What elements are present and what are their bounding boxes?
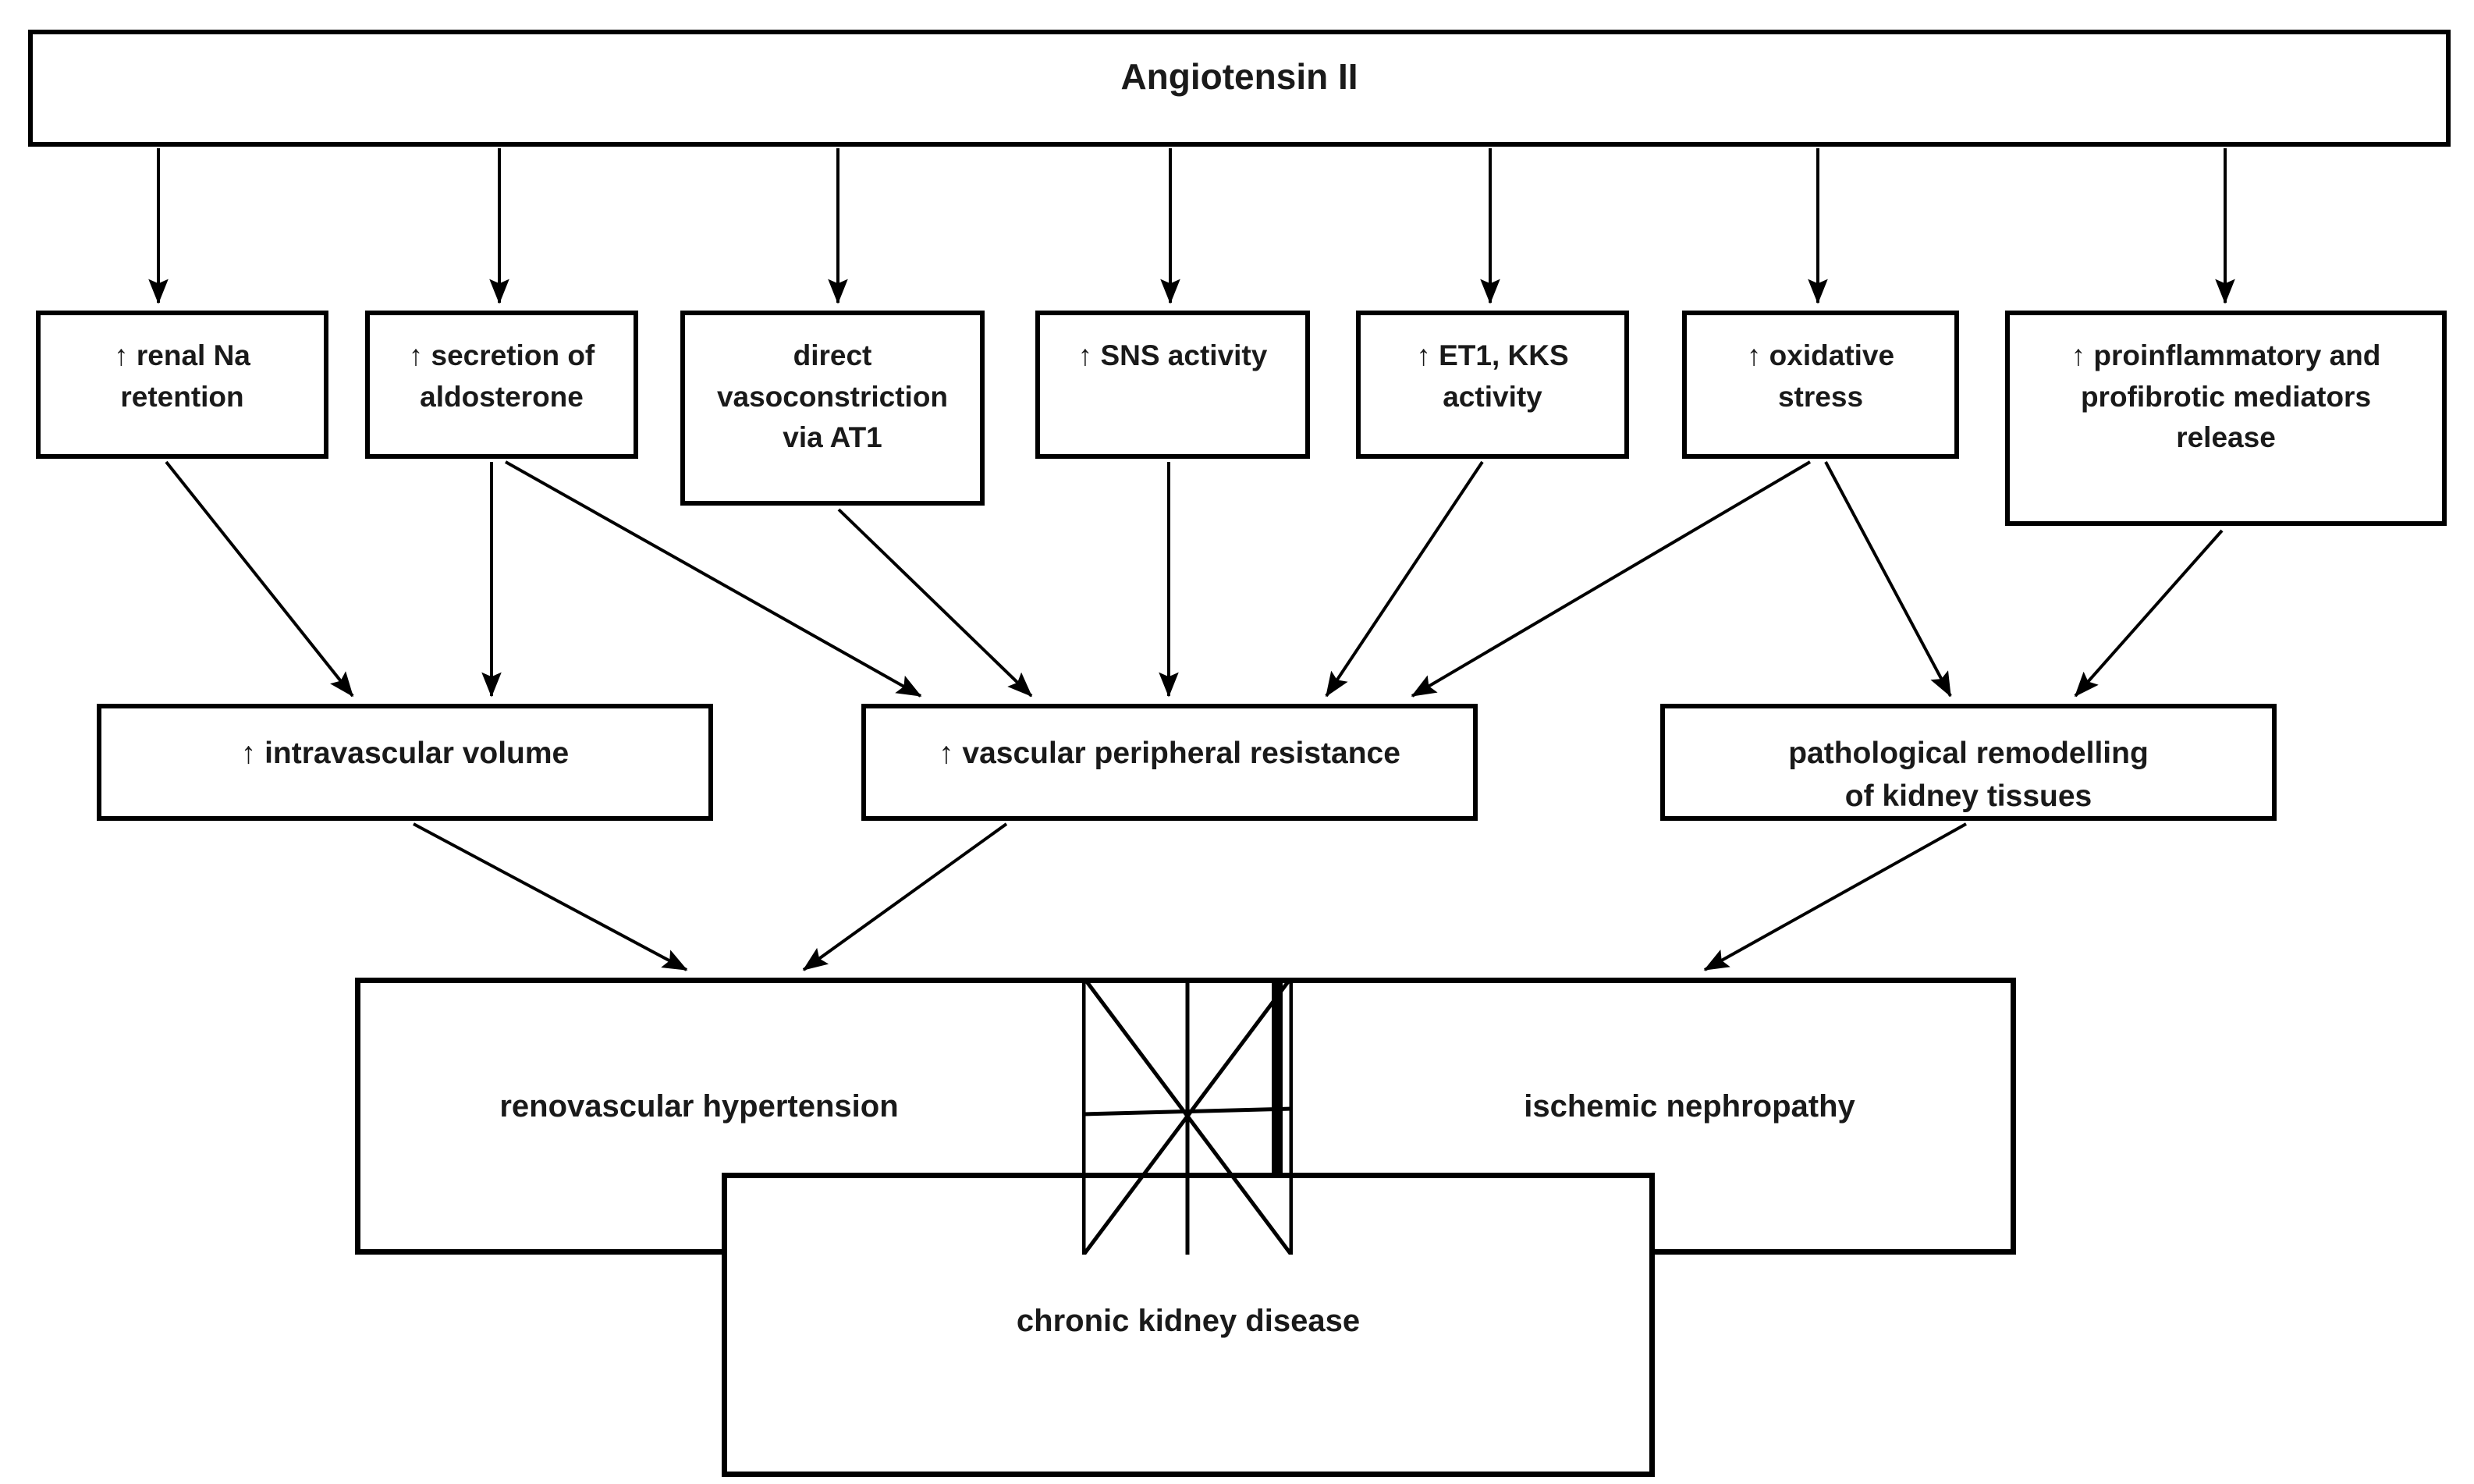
edge-proinf-remodel	[2074, 529, 2224, 698]
node-vascular-peripheral-resistance[interactable]: ↑ vascular peripheral resistance	[861, 704, 1478, 821]
node-pathological-remodelling-kidney-tissues[interactable]: pathological remodelling of kidney tissu…	[1660, 704, 2277, 821]
node-sns-activity[interactable]: ↑ SNS activity	[1035, 311, 1310, 459]
edge-oxid-resist	[1411, 460, 1812, 698]
node-label: renovascular hypertension	[499, 1089, 899, 1124]
node-label: ↑ SNS activity	[1077, 339, 1268, 371]
edge-oxid-remodel	[1824, 461, 1952, 698]
node-oxidative-stress[interactable]: ↑ oxidative stress	[1682, 311, 1959, 459]
node-label: ↑ ET1, KKS activity	[1416, 339, 1569, 413]
node-secretion-of-aldosterone[interactable]: ↑ secretion of aldosterone	[365, 311, 638, 459]
node-label: ↑ secretion of aldosterone	[408, 339, 595, 413]
node-proinflammatory-profibrotic-mediators-release[interactable]: ↑ proinflammatory and profibrotic mediat…	[2005, 311, 2447, 526]
node-label: ↑ renal Na retention	[114, 339, 250, 413]
node-intravascular-volume[interactable]: ↑ intravascular volume	[97, 704, 713, 821]
node-direct-vasoconstriction-via-at1[interactable]: direct vasoconstriction via AT1	[680, 311, 985, 506]
node-label: direct vasoconstriction via AT1	[716, 339, 949, 454]
node-et1-kks-activity[interactable]: ↑ ET1, KKS activity	[1356, 311, 1629, 459]
node-label: ↑ oxidative stress	[1746, 339, 1895, 413]
node-label: ↑ proinflammatory and profibrotic mediat…	[2071, 339, 2381, 454]
node-label: Angiotensin II	[1120, 56, 1358, 97]
node-label: chronic kidney disease	[1016, 1304, 1361, 1338]
node-label: ↑ vascular peripheral resistance	[939, 737, 1400, 770]
node-label: ischemic nephropathy	[1524, 1089, 1855, 1124]
node-angiotensin-ii[interactable]: Angiotensin II	[28, 30, 2451, 147]
edge-et1-resist	[1325, 460, 1484, 698]
edge-vasocon-resist	[837, 508, 1033, 698]
node-label: ↑ intravascular volume	[240, 737, 570, 770]
edge-na-volume	[165, 460, 354, 698]
node-label: pathological remodelling of kidney tissu…	[1788, 737, 2149, 814]
edge-remodel-ischem	[1703, 822, 1967, 971]
edge-volume-rvht	[413, 822, 688, 971]
node-chronic-kidney-disease[interactable]: chronic kidney disease	[722, 1173, 1655, 1477]
node-renal-na-retention[interactable]: ↑ renal Na retention	[36, 311, 328, 459]
edge-resist-rvht	[802, 822, 1008, 971]
